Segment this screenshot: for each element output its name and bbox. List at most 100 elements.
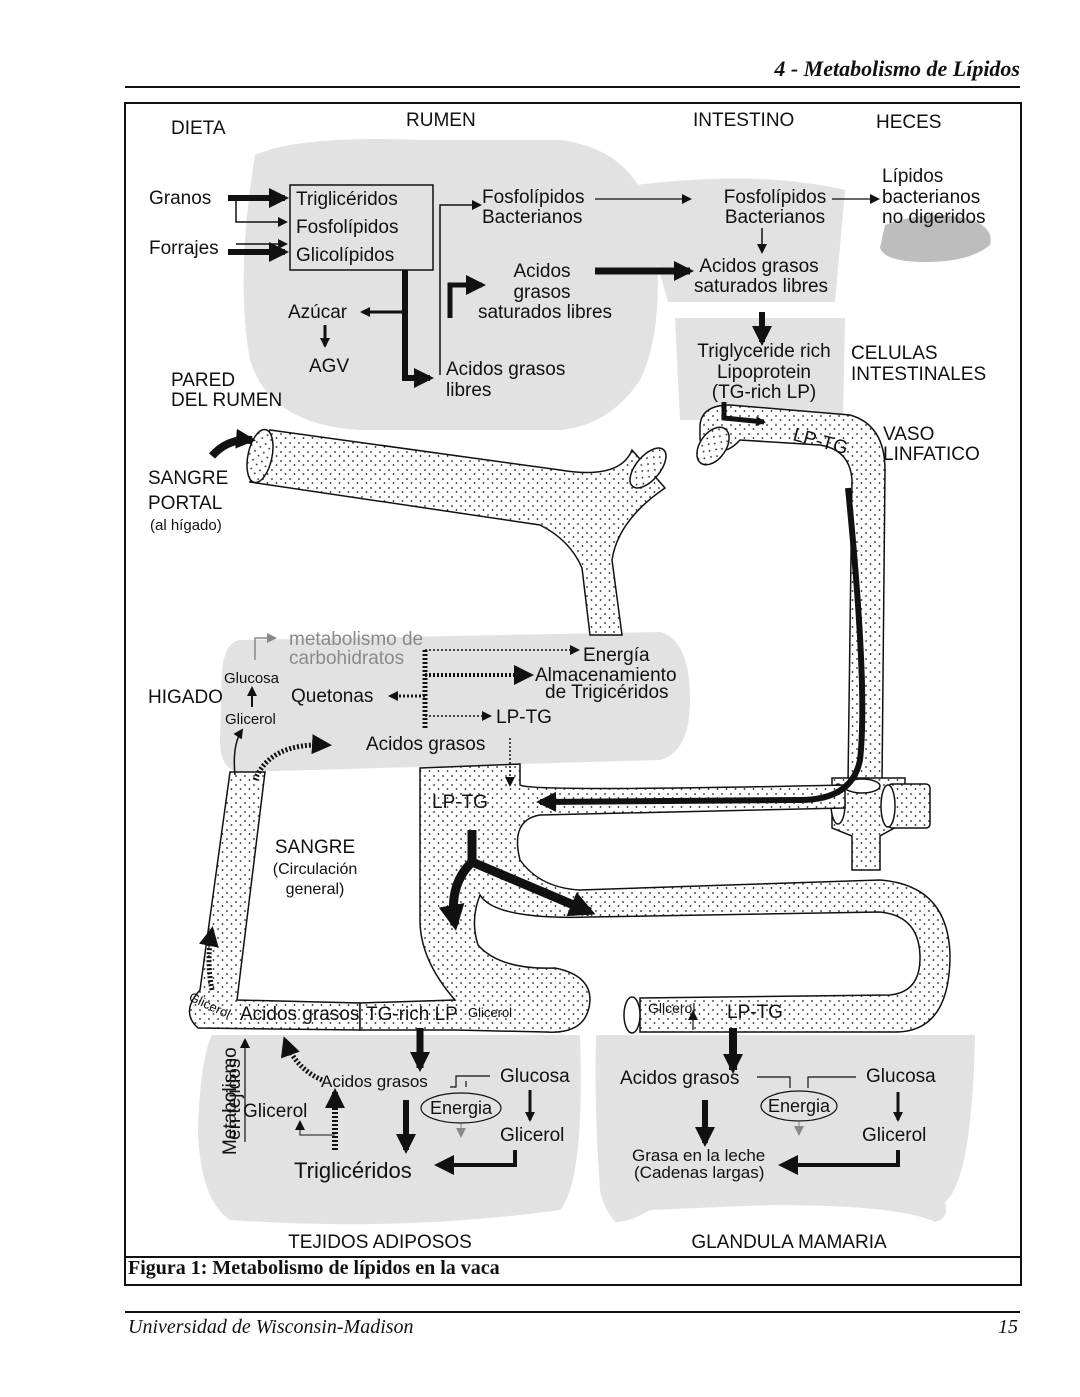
liver-metab-1: metabolismo de: [289, 629, 423, 650]
rumen-fosfo-2: Bacterianos: [482, 207, 582, 228]
mammary-energy-ellipse: [760, 1090, 838, 1122]
title-pared-2: DEL RUMEN: [171, 390, 282, 411]
title-heces: HECES: [876, 112, 941, 133]
rumen-azucar: Azúcar: [288, 302, 348, 323]
liver-energia: Energía: [583, 645, 650, 666]
diet-forrajes: Forrajes: [149, 238, 219, 259]
liver-glicerol: Glicerol: [225, 711, 276, 728]
rumen-ag-sat-2: grasos: [513, 282, 570, 303]
rumen-ag-libres-2: libres: [446, 380, 491, 401]
title-vaso-2: LINFATICO: [883, 444, 980, 465]
footer-institution: Universidad de Wisconsin-Madison: [128, 1316, 414, 1338]
adipose-region: [198, 1035, 581, 1225]
title-tejidos: TEJIDOS ADIPOSOS: [288, 1232, 472, 1253]
lymph-flow-arrow: [536, 487, 866, 812]
liver-arrows: [233, 633, 580, 787]
feces-1: Lípidos: [882, 166, 943, 187]
mammary-ag: Acidos grasos: [620, 1068, 739, 1089]
adipose-arrows: [240, 1028, 535, 1175]
title-metab-tejidos-2: en tejidos: [224, 1059, 245, 1140]
mammary-lptg: LP-TG: [727, 1002, 783, 1023]
adipose-energia: Energia: [430, 1098, 493, 1118]
title-glandula: GLANDULA MAMARIA: [691, 1232, 887, 1253]
mammary-glicerol-vessel: Glicerol: [648, 1000, 695, 1016]
title-portal-2: PORTAL: [148, 493, 222, 514]
adipose-ag: Acidos grasos: [321, 1072, 428, 1091]
diet-arrows: [228, 188, 289, 262]
rumen-ag-libres-1: Acidos grasos: [446, 359, 565, 380]
liver-quetonas: Quetonas: [291, 686, 373, 707]
rumen-trigliceridos: Triglicéridos: [296, 189, 398, 210]
intestinal-cells-region: [675, 318, 845, 420]
rumen-ag-sat-3: saturados libres: [478, 302, 612, 323]
adipose-energy-ellipse: [420, 1092, 502, 1124]
liver-ag: Acidos grasos: [366, 734, 485, 755]
intestine-fosfo-2: Bacterianos: [725, 207, 825, 228]
rumen-fosfo-1: Fosfolípidos: [482, 187, 584, 208]
footer-rule: [125, 1311, 1020, 1313]
title-metab-tejidos-1: Metabolismo: [220, 1047, 241, 1155]
mammary-energia: Energia: [768, 1096, 831, 1116]
mammary-glucosa: Glucosa: [866, 1066, 936, 1087]
footer-page-number: 15: [998, 1316, 1018, 1338]
rumen-fosfolipidos: Fosfolípidos: [296, 217, 398, 238]
mammary-glicerol: Glicerol: [862, 1125, 926, 1146]
liver-alm-1: Almacenamiento: [535, 665, 677, 686]
title-intestino: INTESTINO: [693, 110, 794, 131]
figure-caption: Figura 1: Metabolismo de lípidos en la v…: [128, 1257, 500, 1279]
mammary-grasa-1: Grasa en la leche: [632, 1146, 765, 1165]
liver-alm-2: de Trigicéridos: [545, 682, 669, 703]
title-portal-1: SANGRE: [148, 468, 228, 489]
mammary-arrows: [688, 1010, 903, 1175]
title-sangre-3: general): [286, 881, 345, 898]
title-celulas-1: CELULAS: [851, 343, 938, 364]
intestine-tg-1: Triglyceride rich: [697, 341, 830, 362]
intestine-ag-1: Acidos grasos: [699, 256, 818, 277]
lymph-vessel: [696, 404, 931, 871]
title-celulas-2: INTESTINALES: [851, 364, 986, 385]
adipose-glicerol: Glicerol: [500, 1125, 564, 1146]
feces-2: bacterianos: [882, 187, 980, 208]
blood-lptg: LP-TG: [432, 792, 488, 813]
intestine-tg-2: Lipoprotein: [717, 362, 811, 383]
title-higado: HIGADO: [148, 687, 223, 708]
rumen-arrows: [320, 194, 694, 388]
title-vaso-1: VASO: [883, 424, 934, 445]
diet-granos: Granos: [149, 188, 211, 209]
rumen-lipid-box: [289, 184, 434, 271]
caption-rule: [124, 1256, 1020, 1258]
intestine-tg-3: (TG-rich LP): [712, 382, 817, 403]
liver-metab-2: carbohidratos: [289, 648, 404, 669]
header-rule: [125, 86, 1020, 88]
rumen-ag-sat-1: Acidos: [513, 261, 570, 282]
title-pared-1: PARED: [171, 370, 235, 391]
adipose-trig: Triglicéridos: [294, 1158, 412, 1183]
portal-entry-arrow: [209, 428, 256, 459]
rumen-glicolipidos: Glicolípidos: [296, 245, 394, 266]
liver-lptg: LP-TG: [496, 707, 552, 728]
liver-region: [220, 632, 690, 772]
adipose-ag-vessel: Acidos grasos: [240, 1004, 359, 1025]
title-portal-3: (al hígado): [150, 517, 222, 534]
feces-region: [880, 215, 991, 262]
general-blood-vessel: [188, 763, 951, 1034]
adipose-glicerol-left: Glicerol: [243, 1101, 307, 1122]
liver-glucosa: Glucosa: [224, 670, 280, 687]
adipose-glicerol-small: Glicerol: [468, 1005, 512, 1020]
figure-frame: [124, 102, 1022, 1286]
portal-vessel: [246, 428, 667, 636]
intestine-arrows: [721, 194, 880, 427]
title-rumen: RUMEN: [406, 110, 476, 131]
intestine-fosfo-1: Fosfolípidos: [724, 187, 826, 208]
adipose-glucosa: Glucosa: [500, 1066, 570, 1087]
chapter-header: 4 - Metabolismo de Lípidos: [774, 56, 1020, 81]
title-sangre-1: SANGRE: [275, 837, 355, 858]
mammary-grasa-2: (Cadenas largas): [634, 1163, 764, 1182]
mammary-region: [595, 1035, 975, 1222]
title-sangre-2: (Circulación: [273, 861, 357, 878]
adipose-tgrich: TG-rich LP: [366, 1004, 458, 1025]
intestine-ag-2: saturados libres: [694, 276, 828, 297]
feces-3: no digeridos: [882, 207, 986, 228]
rumen-agv: AGV: [309, 356, 349, 377]
